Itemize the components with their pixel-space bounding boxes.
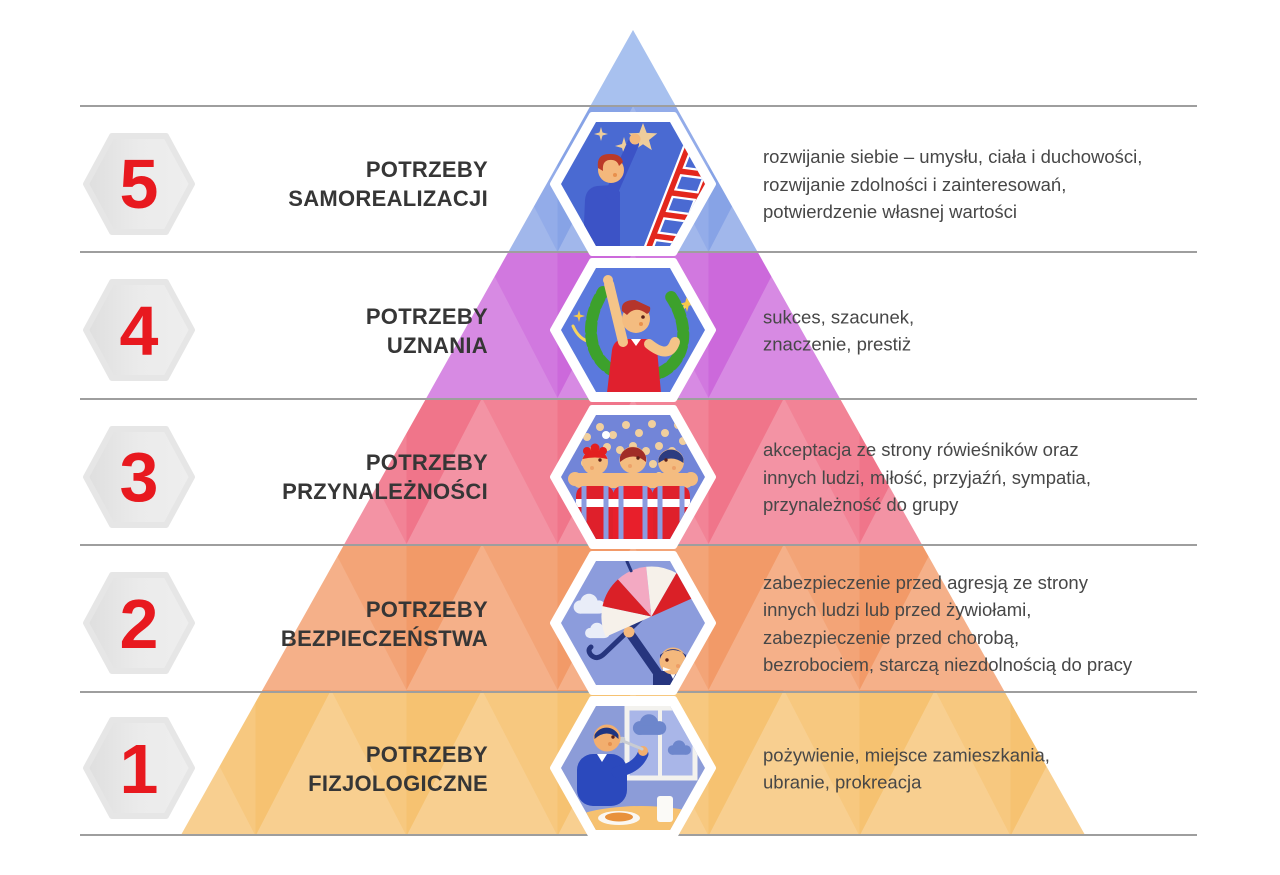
laurel-wreath-winner-icon <box>550 258 716 402</box>
level-label-line2: BEZPIECZEŃSTWA <box>280 625 488 651</box>
pyramid-level-row-4: 4 POTRZEBY UZNANIA sukces, szacunek, zna… <box>0 252 1280 399</box>
number-hexagon <box>83 133 195 235</box>
pyramid-level-row-3: 3 POTRZEBY PRZYNALEŻNOŚCI akceptacja ze … <box>0 399 1280 545</box>
level-label: POTRZEBY SAMOREALIZACJI <box>0 155 488 213</box>
level-number: 2 <box>119 584 159 663</box>
level-label-line2: FIZJOLOGICZNE <box>308 770 488 796</box>
description-line: zabezpieczenie przed chorobą, <box>763 626 1020 648</box>
description-line: pożywienie, miejsce zamieszkania, <box>763 744 1050 765</box>
number-hexagons <box>83 133 195 819</box>
description-line: innych ludzi lub przed żywiołami, <box>763 599 1032 620</box>
pyramid-level-row-5: 5 POTRZEBY SAMOREALIZACJI rozwijanie sie… <box>0 106 1280 252</box>
level-number: 3 <box>119 438 159 516</box>
number-hexagon <box>83 426 195 528</box>
level-label: POTRZEBY FIZJOLOGICZNE <box>0 740 488 798</box>
level-label-line1: POTRZEBY <box>365 303 488 329</box>
description-line: zabezpieczenie przed agresją ze strony <box>763 571 1088 593</box>
level-description: akceptacja ze strony rówieśników oraz in… <box>763 436 1218 519</box>
friends-group-icon <box>550 405 716 549</box>
description-line: rozwijanie zdolności i zainteresowań, <box>763 173 1067 195</box>
number-hexagon <box>83 717 195 819</box>
description-line: potwierdzenie własnej wartości <box>763 200 1017 222</box>
reaching-stars-ladder-icon <box>550 112 716 256</box>
level-label: POTRZEBY UZNANIA <box>0 302 488 360</box>
level-label: POTRZEBY BEZPIECZEŃSTWA <box>0 595 488 653</box>
umbrella-protection-icon <box>550 551 716 695</box>
level-description: zabezpieczenie przed agresją ze strony i… <box>763 569 1218 679</box>
level-label-line2: PRZYNALEŻNOŚCI <box>282 479 488 504</box>
number-hexagon <box>83 279 195 381</box>
level-label-line1: POTRZEBY <box>365 741 488 767</box>
level-number: 4 <box>119 291 159 370</box>
level-label-line1: POTRZEBY <box>365 596 488 622</box>
number-hexagon <box>83 572 195 674</box>
description-line: ubranie, prokreacja <box>763 771 922 793</box>
description-line: innych ludzi, miłość, przyjaźń, sympatia… <box>763 466 1091 488</box>
pyramid-level-row-2: 2 POTRZEBY BEZPIECZEŃSTWA zabezpieczenie… <box>0 545 1280 692</box>
level-label-line2: SAMOREALIZACJI <box>288 186 488 211</box>
level-label-line2: UZNANIA <box>386 332 488 358</box>
eating-meal-icon <box>550 696 716 840</box>
level-description: pożywienie, miejsce zamieszkania, ubrani… <box>763 741 1218 796</box>
level-label: POTRZEBY PRZYNALEŻNOŚCI <box>0 448 488 506</box>
level-description: rozwijanie siebie – umysłu, ciała i duch… <box>763 143 1218 226</box>
description-line: sukces, szacunek, <box>763 306 915 327</box>
level-label-line1: POTRZEBY <box>365 157 488 182</box>
description-line: rozwijanie siebie – umysłu, ciała i duch… <box>763 145 1143 167</box>
level-number: 5 <box>119 145 159 223</box>
level-label-line1: POTRZEBY <box>365 450 488 475</box>
description-line: znaczenie, prestiż <box>763 333 912 355</box>
description-line: bezrobociem, starczą niezdolnością do pr… <box>763 654 1133 675</box>
description-line: akceptacja ze strony rówieśników oraz <box>763 438 1079 460</box>
pyramid-level-row-1: 1 POTRZEBY FIZJOLOGICZNE pożywienie, mie… <box>0 692 1280 835</box>
level-number: 1 <box>119 729 159 808</box>
description-line: przynależność do grupy <box>763 493 959 515</box>
level-description: sukces, szacunek, znaczenie, prestiż <box>763 303 1218 358</box>
